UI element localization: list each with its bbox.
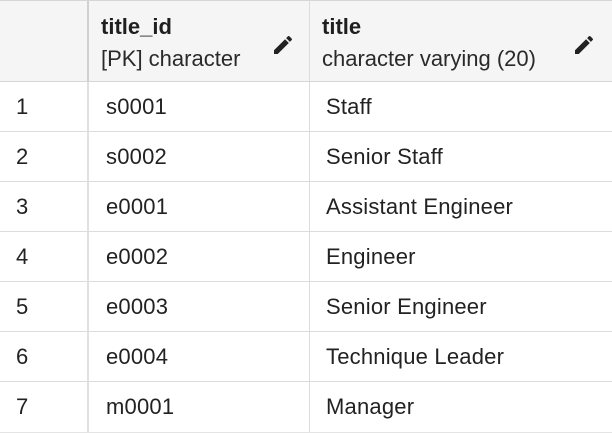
table-row[interactable]: 7 m0001 Manager xyxy=(0,382,612,433)
cell-title-id[interactable]: e0001 xyxy=(89,182,310,231)
row-number[interactable]: 7 xyxy=(0,382,89,432)
grid-header: title_id [PK] character title character … xyxy=(0,1,612,82)
cell-title[interactable]: Staff xyxy=(326,93,372,119)
cell-title-id[interactable]: s0002 xyxy=(89,132,310,181)
cell-title[interactable]: Technique Leader xyxy=(326,343,505,369)
column-name: title_id xyxy=(101,14,172,39)
table-row[interactable]: 5 e0003 Senior Engineer xyxy=(0,282,612,332)
pencil-icon[interactable] xyxy=(271,33,295,57)
column-type: character varying (20) xyxy=(322,46,536,71)
cell-title[interactable]: Engineer xyxy=(326,243,416,269)
row-number[interactable]: 4 xyxy=(0,232,89,281)
table-row[interactable]: 6 e0004 Technique Leader xyxy=(0,332,612,382)
row-number-header[interactable] xyxy=(0,1,89,81)
cell-title[interactable]: Manager xyxy=(326,394,415,419)
cell-title[interactable]: Senior Engineer xyxy=(326,293,487,319)
table-row[interactable]: 1 s0001 Staff xyxy=(0,82,612,132)
cell-title-id[interactable]: e0003 xyxy=(89,282,310,331)
cell-title[interactable]: Senior Staff xyxy=(326,143,443,169)
row-number[interactable]: 5 xyxy=(0,282,89,331)
row-number[interactable]: 3 xyxy=(0,182,89,231)
cell-title-id[interactable]: s0001 xyxy=(89,82,310,131)
table-row[interactable]: 2 s0002 Senior Staff xyxy=(0,132,612,182)
cell-title[interactable]: Assistant Engineer xyxy=(326,193,514,219)
cell-title-id[interactable]: e0002 xyxy=(89,232,310,281)
pencil-icon[interactable] xyxy=(572,33,596,57)
row-number[interactable]: 6 xyxy=(0,332,89,381)
column-header-title-id[interactable]: title_id [PK] character xyxy=(89,1,310,81)
column-name: title xyxy=(322,14,362,39)
column-header-title[interactable]: title character varying (20) xyxy=(310,1,612,81)
row-number[interactable]: 1 xyxy=(0,82,89,131)
column-type: [PK] character xyxy=(101,46,241,71)
cell-title-id[interactable]: m0001 xyxy=(89,382,310,432)
table-row[interactable]: 4 e0002 Engineer xyxy=(0,232,612,282)
row-number[interactable]: 2 xyxy=(0,132,89,181)
cell-title-id[interactable]: e0004 xyxy=(89,332,310,381)
table-row[interactable]: 3 e0001 Assistant Engineer xyxy=(0,182,612,232)
